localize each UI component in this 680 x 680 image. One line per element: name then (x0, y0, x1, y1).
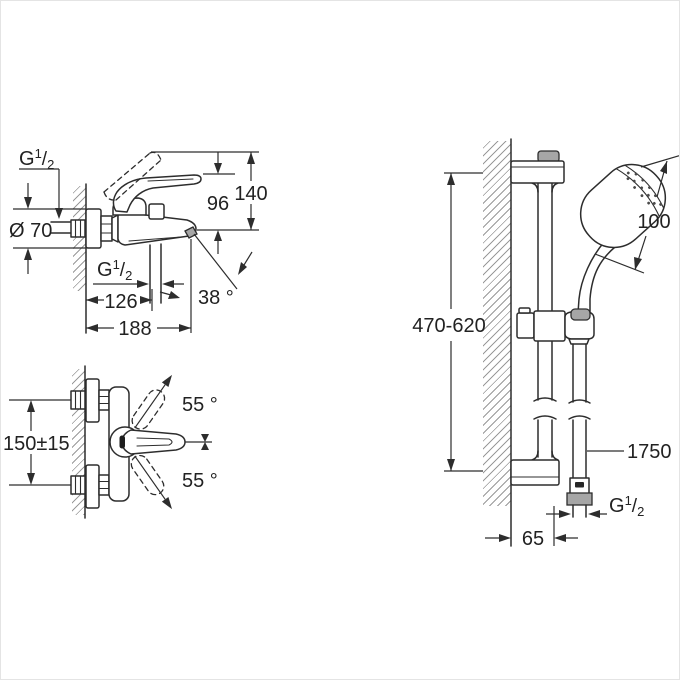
dim-188: 188 (86, 239, 192, 340)
wall-hatch-rail-view (483, 141, 511, 506)
swivel-down-label: 55 ° (182, 470, 218, 492)
dim-thread-outlet: G1/2 (93, 257, 184, 288)
thread-label-hose: G1/2 (609, 493, 644, 519)
union-nut (70, 219, 86, 238)
spout-aerator (184, 226, 198, 239)
angle-line-down (134, 455, 173, 510)
holder-body (533, 310, 566, 342)
lever-height-label: 96 (207, 193, 229, 215)
dim-escutcheon-diameter: Ø 70 (9, 183, 86, 274)
dim-hose-length: 1750 (587, 441, 672, 463)
dim-spout-angle: 38 ° (159, 233, 253, 309)
hand-shower-handle (577, 240, 616, 314)
outlet-offset-label: 126 (104, 291, 137, 313)
total-depth-label: 188 (118, 318, 151, 340)
hose-break (568, 399, 591, 420)
max-height-label: 140 (234, 183, 267, 205)
hex-union-upper (98, 389, 110, 411)
dim-connection-spacing: 150±15 (3, 399, 71, 486)
holder-lock-knob (516, 312, 535, 339)
shower-hose (572, 343, 587, 479)
thread-label-top: G1/2 (19, 146, 54, 172)
dim-thread-hose: G1/2 (546, 493, 644, 519)
spout-angle-label: 38 ° (198, 287, 234, 309)
rail-view-shower-set: 470-620 100 1750 G1/2 (412, 138, 679, 550)
diameter-label: Ø 70 (9, 220, 52, 242)
connector-slot (575, 482, 584, 488)
union-nut-upper (70, 390, 86, 410)
angle-line-up (134, 374, 173, 429)
wall-bracket-top (510, 160, 565, 184)
connection-spacing-label: 150±15 (3, 433, 70, 455)
hex-union (100, 215, 113, 242)
lever-handle (112, 174, 202, 213)
dim-96: 96 (207, 152, 229, 254)
dim-head-diameter: 100 (594, 155, 679, 274)
shower-head (579, 163, 667, 249)
dim-thread-top: G1/2 (19, 146, 63, 219)
rail-range-label: 470-620 (412, 315, 485, 337)
shower-outlet-pipe (149, 243, 162, 304)
lever-raised-position (103, 151, 162, 201)
shower-holder (516, 307, 595, 345)
cartridge-slot (119, 435, 125, 449)
hose-length-label: 1750 (627, 441, 672, 463)
wall-hatch-side-view (73, 186, 86, 291)
union-taper (111, 214, 119, 243)
diverter-knob (148, 203, 165, 220)
wall-bracket-bottom (510, 459, 560, 486)
handle-end-cap (570, 308, 591, 321)
escutcheon-lower (85, 464, 100, 509)
thread-label-outlet: G1/2 (97, 257, 132, 283)
union-nut-lower (70, 475, 86, 495)
hex-union-lower (98, 474, 110, 496)
top-view-mixer: 150±15 55 ° 55 ° (3, 365, 218, 519)
swivel-up-label: 55 ° (182, 394, 218, 416)
rail-break (533, 397, 557, 420)
wall-offset-label: 65 (522, 528, 544, 550)
dim-rail-range: 470-620 (412, 172, 486, 472)
lever-handle-top (121, 429, 186, 455)
side-view-mixer: G1/2 Ø 70 96 (9, 146, 268, 340)
escutcheon (85, 208, 102, 249)
spray-nozzles (626, 171, 663, 206)
supply-pipe-stub (50, 221, 72, 234)
dim-wall-offset: 65 (485, 506, 578, 550)
escutcheon-upper (85, 378, 100, 423)
head-diameter-label: 100 (637, 211, 670, 233)
hose-end (572, 504, 587, 518)
hose-nut (566, 492, 593, 506)
dim-126: 126 (86, 289, 153, 313)
shower-rail (537, 182, 553, 458)
dim-140: 140 (234, 152, 268, 230)
